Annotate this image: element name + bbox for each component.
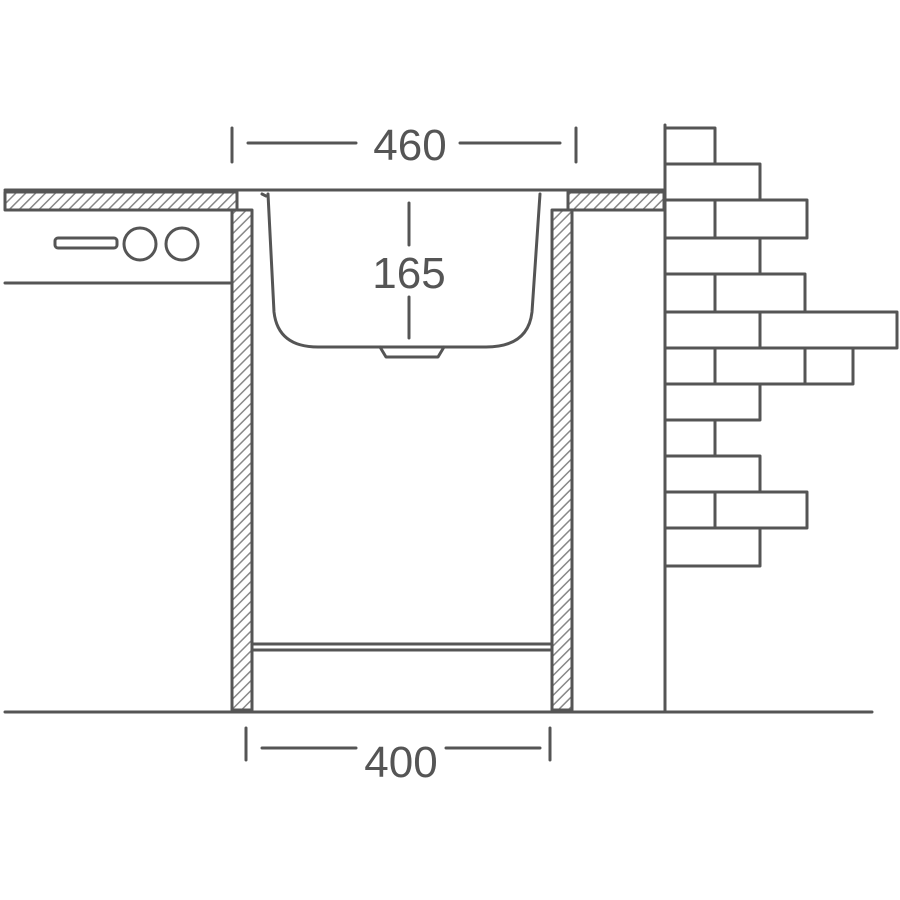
cabinet-bottom [250, 642, 554, 652]
dimension-bottom-width [244, 726, 552, 762]
left-cabinet [3, 226, 232, 285]
label-depth: 165 [372, 249, 445, 298]
brick-wall [663, 123, 899, 714]
sink-bowl [230, 188, 582, 359]
cabinet-left-wall [230, 208, 254, 712]
label-bottom-width: 400 [364, 738, 437, 787]
cabinet-right-wall [550, 208, 574, 712]
drain-outlet [378, 345, 446, 359]
countertop [3, 188, 666, 212]
drawer-handle-icon [53, 236, 119, 250]
knob-icon [122, 226, 158, 262]
dimension-top-width [230, 126, 578, 164]
knob-icon [164, 226, 200, 262]
label-top-width: 460 [373, 121, 446, 170]
